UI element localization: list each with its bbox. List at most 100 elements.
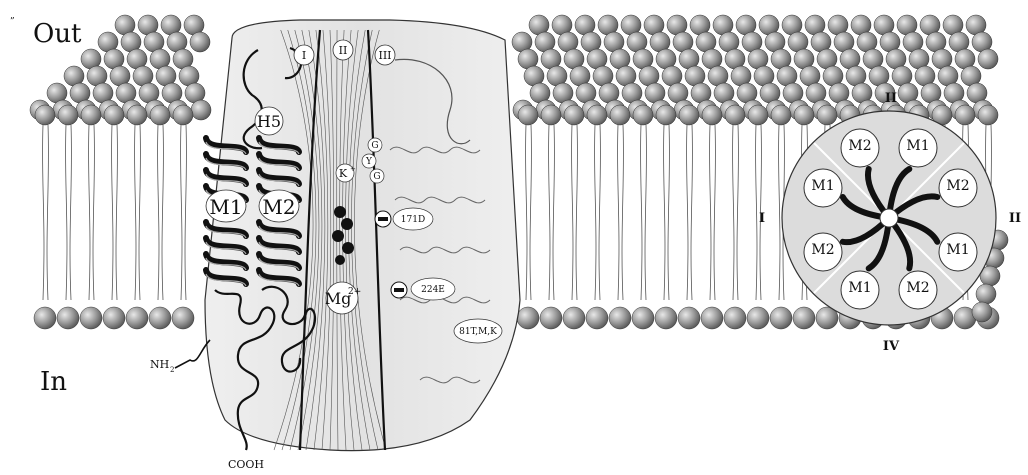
lipid-tail: [733, 125, 734, 300]
lipid-tail: [618, 125, 619, 300]
lipid-head: [540, 307, 562, 329]
svg-text:M1: M1: [209, 195, 242, 219]
lipid-head: [724, 307, 746, 329]
top-view-subunit-circle: M1: [804, 169, 842, 207]
lipid-tail: [162, 125, 163, 300]
lipid-head: [702, 105, 722, 125]
lipid-tail: [622, 125, 623, 300]
top-view-subunit-circle: M2: [804, 233, 842, 271]
lipid-tail: [691, 125, 692, 300]
lipid-head: [771, 105, 791, 125]
out-label: Out: [33, 19, 82, 49]
lipid-tail: [526, 125, 527, 300]
lipid-head: [586, 307, 608, 329]
m2-label: M2: [259, 190, 299, 222]
lipid-head: [172, 307, 194, 329]
svg-text:2+: 2+: [348, 287, 361, 297]
lipid-tail: [668, 125, 669, 300]
lipid-head: [150, 105, 170, 125]
channel-protein: [175, 20, 520, 451]
lipid-head: [587, 105, 607, 125]
lipid-head: [34, 307, 56, 329]
lipid-head: [656, 105, 676, 125]
top-view-circle-label: M1: [946, 242, 969, 258]
lipid-tail: [595, 125, 596, 300]
lipid-head: [190, 32, 210, 52]
lipid-head: [81, 105, 101, 125]
top-view-circle-label: M2: [906, 280, 929, 296]
lipid-head: [518, 105, 538, 125]
svg-text:M2: M2: [262, 195, 295, 219]
lipid-head: [725, 105, 745, 125]
lipid-head: [978, 49, 998, 69]
lipid-head: [655, 307, 677, 329]
lipid-head: [632, 307, 654, 329]
svg-text:2: 2: [170, 366, 174, 374]
lipid-head: [610, 105, 630, 125]
lipid-tail: [645, 125, 646, 300]
lipid-tail: [664, 125, 665, 300]
lipid-tail: [66, 125, 67, 300]
lipid-head: [701, 307, 723, 329]
svg-text:+: +: [350, 165, 356, 173]
lipid-tail: [112, 125, 113, 300]
svg-text:171D: 171D: [401, 215, 425, 225]
lipid-head: [35, 105, 55, 125]
svg-text:G: G: [371, 141, 378, 151]
lipid-head: [678, 307, 700, 329]
lipid-tail: [641, 125, 642, 300]
lipid-head: [127, 105, 147, 125]
lipid-tail: [687, 125, 688, 300]
lipid-head: [126, 307, 148, 329]
lipid-tail: [116, 125, 117, 300]
lipid-head: [58, 105, 78, 125]
lipid-head: [103, 307, 125, 329]
top-view-subunit-circle: M2: [899, 271, 937, 309]
lipid-head: [104, 105, 124, 125]
subunit-label-i: I: [294, 45, 314, 65]
top-view-subunit-circle: M1: [841, 271, 879, 309]
svg-text:Y: Y: [365, 157, 373, 167]
lipid-tail: [576, 125, 577, 300]
top-view-subunit-circle: M2: [841, 129, 879, 167]
lipid-tail: [553, 125, 554, 300]
top-view-circle-label: M2: [946, 178, 969, 194]
nh2-terminus: NH 2: [150, 358, 174, 374]
top-view-circle-label: M2: [811, 242, 834, 258]
lipid-head: [976, 284, 996, 304]
in-label: In: [40, 367, 67, 397]
lipid-tail: [549, 125, 550, 300]
site-81tmk: 81T,M,K: [454, 319, 502, 343]
lipid-tail: [139, 125, 140, 300]
svg-text:H5: H5: [257, 112, 281, 131]
top-view-subunit-circle: M1: [939, 233, 977, 271]
lipid-head: [609, 307, 631, 329]
lipid-head: [679, 105, 699, 125]
lipid-tail: [93, 125, 94, 300]
lipid-head: [149, 307, 171, 329]
subunit-label-iii: III: [375, 45, 395, 65]
lipid-head: [978, 105, 998, 125]
top-view-circle-label: M2: [848, 138, 871, 154]
lipid-tail: [70, 125, 71, 300]
corner-mark: ”: [10, 17, 15, 27]
m1-label: M1: [206, 190, 246, 222]
lipid-tail: [710, 125, 711, 300]
lipid-head: [173, 105, 193, 125]
lipid-tail: [572, 125, 573, 300]
svg-text:II: II: [339, 44, 348, 57]
lipid-tail: [185, 125, 186, 300]
lipid-tail: [135, 125, 136, 300]
svg-text:81T,M,K: 81T,M,K: [459, 327, 497, 337]
lipid-head: [57, 307, 79, 329]
lipid-tail: [599, 125, 600, 300]
site-171d: 171D: [375, 208, 433, 230]
top-view-subunit-circle: M2: [939, 169, 977, 207]
top-view-label-left: I: [759, 211, 765, 226]
lipid-tail: [737, 125, 738, 300]
lipid-head: [770, 307, 792, 329]
lipid-tail: [43, 125, 44, 300]
lipid-head: [80, 307, 102, 329]
lipid-head: [955, 105, 975, 125]
